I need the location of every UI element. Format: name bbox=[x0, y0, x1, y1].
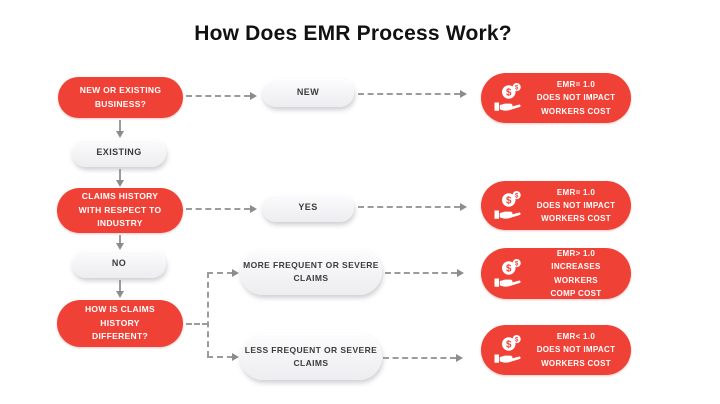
money-in-hand-icon: $ $ bbox=[491, 82, 531, 114]
svg-text:$: $ bbox=[515, 85, 519, 91]
diagram-title: How Does EMR Process Work? bbox=[194, 22, 512, 45]
arrowhead-icon bbox=[460, 203, 467, 211]
svg-text:$: $ bbox=[506, 263, 512, 274]
money-in-hand-icon: $ $ bbox=[491, 190, 531, 222]
node-label: EMR= 1.0 DOES NOT IMPACT WORKERS COST bbox=[536, 80, 616, 116]
node-label: YES bbox=[298, 202, 318, 213]
node-label: EXISTING bbox=[96, 147, 142, 158]
node-yes: YES bbox=[262, 194, 354, 222]
svg-text:$: $ bbox=[506, 195, 512, 206]
node-result-emr-greater-1: $ $ EMR> 1.0 INCREASES WORKERS COMP COST bbox=[481, 248, 631, 299]
arrowhead-icon bbox=[457, 269, 464, 277]
node-label: EMR> 1.0 INCREASES WORKERS COMP COST bbox=[550, 249, 602, 298]
node-label: EMR= 1.0 DOES NOT IMPACT WORKERS COST bbox=[536, 187, 616, 224]
connector-yes-to-result2 bbox=[358, 206, 460, 208]
node-label: NEW bbox=[296, 87, 320, 98]
arrowhead-icon bbox=[460, 90, 467, 98]
arrowhead-icon bbox=[232, 353, 239, 361]
node-existing: EXISTING bbox=[72, 139, 166, 167]
node-label: NEW OR EXISTING BUSINESS? bbox=[79, 84, 162, 109]
connector-q3-stub bbox=[186, 323, 208, 325]
node-label: HOW IS CLAIMS HISTORY DIFFERENT? bbox=[84, 304, 155, 342]
node-result-emr-equal-1-b: $ $ EMR= 1.0 DOES NOT IMPACT WORKERS COS… bbox=[481, 181, 631, 230]
connector-q1-to-new bbox=[186, 95, 250, 97]
svg-text:$: $ bbox=[506, 339, 512, 350]
node-claims-history-industry: CLAIMS HISTORY WITH RESPECT TO INDUSTRY bbox=[57, 188, 183, 233]
arrowhead-icon bbox=[116, 180, 124, 187]
connector-branch-to-less bbox=[207, 356, 233, 358]
node-no: NO bbox=[72, 250, 166, 278]
connector-existing-to-q2 bbox=[119, 169, 121, 180]
arrowhead-icon bbox=[116, 243, 124, 250]
connector-q2-to-yes bbox=[186, 208, 250, 210]
svg-text:$: $ bbox=[515, 193, 519, 199]
arrowhead-icon bbox=[250, 205, 257, 213]
arrowhead-icon bbox=[456, 354, 463, 362]
connector-new-to-result1 bbox=[358, 93, 460, 95]
node-label: LESS FREQUENT OR SEVERE CLAIMS bbox=[244, 345, 378, 368]
connector-q2-to-no bbox=[119, 235, 121, 243]
connector-less-to-result4 bbox=[383, 357, 456, 359]
node-label: MORE FREQUENT OR SEVERE CLAIMS bbox=[243, 260, 379, 283]
arrowhead-icon bbox=[232, 269, 239, 277]
svg-text:$: $ bbox=[506, 87, 512, 98]
node-result-emr-less-1: $ $ EMR< 1.0 DOES NOT IMPACT WORKERS COS… bbox=[481, 325, 631, 375]
node-how-is-claims-history-different: HOW IS CLAIMS HISTORY DIFFERENT? bbox=[57, 300, 183, 347]
node-label: CLAIMS HISTORY WITH RESPECT TO INDUSTRY bbox=[78, 191, 162, 229]
node-new-or-existing-business: NEW OR EXISTING BUSINESS? bbox=[58, 77, 183, 118]
node-less-frequent-severe-claims: LESS FREQUENT OR SEVERE CLAIMS bbox=[240, 334, 382, 380]
node-result-emr-equal-1: $ $ EMR= 1.0 DOES NOT IMPACT WORKERS COS… bbox=[481, 73, 631, 123]
node-label: NO bbox=[111, 258, 127, 269]
connector-branch-vertical bbox=[207, 272, 209, 357]
node-label: EMR< 1.0 DOES NOT IMPACT WORKERS COST bbox=[536, 332, 616, 368]
node-new: NEW bbox=[262, 79, 354, 107]
connector-q1-to-existing bbox=[119, 120, 121, 131]
arrowhead-icon bbox=[250, 92, 257, 100]
arrowhead-icon bbox=[116, 291, 124, 298]
svg-text:$: $ bbox=[515, 261, 519, 267]
node-more-frequent-severe-claims: MORE FREQUENT OR SEVERE CLAIMS bbox=[240, 249, 382, 295]
money-in-hand-icon: $ $ bbox=[491, 334, 531, 366]
svg-text:$: $ bbox=[515, 337, 519, 343]
connector-branch-to-more bbox=[207, 272, 233, 274]
connector-more-to-result3 bbox=[385, 272, 457, 274]
arrowhead-icon bbox=[116, 131, 124, 138]
money-in-hand-icon: $ $ bbox=[491, 258, 531, 290]
connector-no-to-q3 bbox=[119, 280, 121, 291]
